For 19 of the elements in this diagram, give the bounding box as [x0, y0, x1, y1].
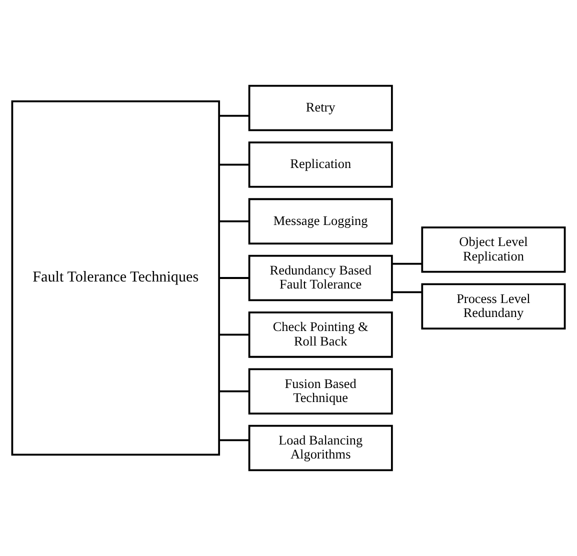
connector [219, 390, 250, 392]
connector [219, 439, 250, 442]
connector [219, 277, 250, 279]
connector [219, 114, 250, 117]
connector [219, 220, 250, 222]
connector [392, 291, 422, 294]
node-box: Load Balancing Algorithms [248, 424, 393, 472]
node-box: Retry [248, 84, 393, 132]
node-box: Check Pointing & Roll Back [248, 312, 393, 358]
connector [219, 334, 250, 336]
node-box: Object Level Replication [421, 226, 566, 273]
node-box: Fault Tolerance Techniques [11, 100, 220, 456]
node-box: Fusion Based Technique [248, 368, 393, 414]
node-box: Process Level Redundany [421, 283, 566, 330]
node-box: Replication [248, 142, 393, 188]
node-box: Message Logging [248, 198, 393, 244]
connector [219, 164, 250, 166]
connector [392, 262, 422, 265]
node-box: Redundancy Based Fault Tolerance [248, 254, 393, 302]
